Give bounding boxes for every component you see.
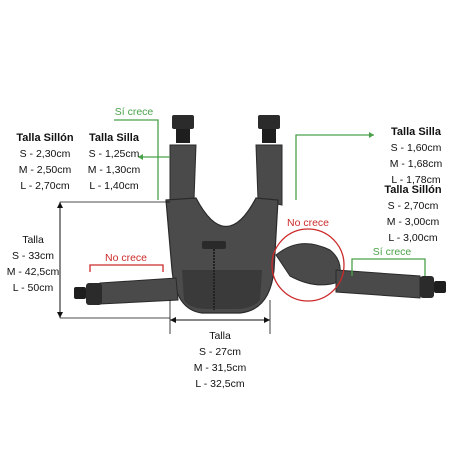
right-shoulder-strap: [255, 115, 283, 206]
vest-mesh-panel: [182, 270, 262, 309]
left-silla-size-m: M - 1,30cm: [87, 164, 141, 176]
width-size-s: S - 27cm: [198, 346, 241, 358]
height-size-l: L - 50cm: [12, 282, 54, 294]
right-silla-size-l: L - 1,78cm: [391, 174, 441, 186]
left-sillon-sizes: Talla Sillón S - 2,30cm M - 2,50cm L - 2…: [6, 130, 84, 194]
no-grow-circle: [271, 228, 345, 302]
no-grow-bracket: [89, 264, 164, 272]
no-grow-label-left: No crece: [104, 252, 147, 264]
grows-arrowhead-left: [138, 154, 143, 160]
right-waist-strap: [275, 243, 446, 299]
grows-label-right: Sí crece: [372, 246, 412, 258]
height-sizes: Talla S - 33cm M - 42,5cm L - 50cm: [2, 232, 64, 296]
width-title: Talla: [209, 330, 231, 342]
left-silla-size-s: S - 1,25cm: [88, 148, 140, 160]
right-silla-size-s: S - 1,60cm: [390, 142, 442, 154]
width-sizes: Talla S - 27cm M - 31,5cm L - 32,5cm: [180, 328, 260, 392]
left-waist-strap: [74, 277, 179, 305]
left-sillon-size-l: L - 2,70cm: [20, 180, 70, 192]
zipper-pull: [202, 241, 226, 249]
grows-label-left: Sí crece: [114, 106, 154, 118]
left-shoulder-strap: [169, 115, 197, 206]
grows-bracket-left: [114, 119, 159, 200]
right-sillon-sizes: Talla Sillón S - 2,70cm M - 3,00cm L - 3…: [376, 182, 450, 246]
height-title: Talla: [22, 234, 44, 246]
width-size-m: M - 31,5cm: [193, 362, 247, 374]
left-sillon-size-s: S - 2,30cm: [19, 148, 71, 160]
height-size-s: S - 33cm: [11, 250, 54, 262]
grows-bracket-waist: [351, 258, 426, 276]
grows-bracket-right: [295, 134, 374, 200]
right-sillon-title: Talla Sillón: [384, 184, 442, 196]
height-size-m: M - 42,5cm: [6, 266, 60, 278]
left-silla-title: Talla Silla: [89, 132, 139, 144]
right-sillon-size-l: L - 3,00cm: [388, 232, 438, 244]
left-silla-size-l: L - 1,40cm: [89, 180, 139, 192]
width-size-l: L - 32,5cm: [195, 378, 245, 390]
right-silla-title: Talla Silla: [391, 126, 441, 138]
right-sillon-size-s: S - 2,70cm: [387, 200, 439, 212]
right-sillon-size-m: M - 3,00cm: [386, 216, 440, 228]
no-grow-label-right: No crece: [286, 217, 329, 229]
left-sillon-size-m: M - 2,50cm: [18, 164, 72, 176]
right-silla-size-m: M - 1,68cm: [389, 158, 443, 170]
left-sillon-title: Talla Sillón: [16, 132, 74, 144]
grows-arrowhead-right: [369, 132, 374, 138]
left-silla-sizes: Talla Silla S - 1,25cm M - 1,30cm L - 1,…: [80, 130, 148, 194]
right-silla-sizes: Talla Silla S - 1,60cm M - 1,68cm L - 1,…: [382, 124, 450, 188]
